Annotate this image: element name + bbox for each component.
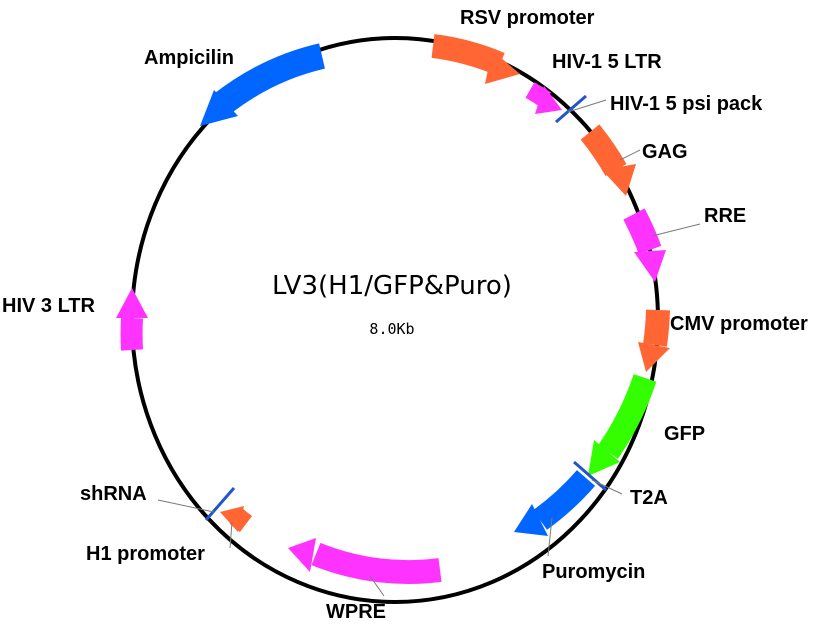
rre-label: RRE [704, 205, 746, 227]
ampicilin-label: Ampicilin [144, 47, 234, 69]
hiv1-5psi-label: HIV-1 5 psi pack [610, 93, 763, 115]
gfp-feature [588, 374, 657, 476]
plasmid-name: LV3(H1/GFP&Puro) [272, 271, 512, 301]
rre-feature [623, 208, 666, 282]
gag-feature [580, 124, 636, 196]
rre-leader [651, 223, 701, 237]
wpre-feature [288, 538, 442, 584]
shrna-label: shRNA [80, 483, 147, 505]
shrna-site [204, 487, 236, 521]
wpre-leader [369, 575, 385, 597]
h1-promoter-leader [229, 521, 233, 549]
cmv-promoter-label: CMV promoter [670, 313, 808, 335]
puromycin-label: Puromycin [542, 561, 645, 583]
hiv1-5psi-leader [567, 99, 607, 113]
hiv1-5psi-site [555, 94, 587, 124]
hiv1-5ltr-label: HIV-1 5 LTR [552, 51, 662, 73]
ampicilin-feature [200, 43, 326, 126]
cmv-promoter-feature [638, 309, 670, 372]
puromycin-feature [514, 469, 596, 536]
t2a-label: T2A [630, 487, 668, 509]
gag-label: GAG [642, 141, 688, 163]
wpre-label: WPRE [326, 601, 386, 623]
gfp-label: GFP [664, 423, 705, 445]
plasmid-size: 8.0Kb [369, 320, 414, 338]
hiv1-5ltr-feature [525, 82, 562, 114]
puromycin-leader [547, 517, 553, 557]
t2a-leader [591, 479, 623, 495]
h1-promoter-feature [220, 506, 253, 532]
hiv3-ltr-feature [116, 288, 148, 351]
gag-leader [619, 149, 641, 161]
hiv3-ltr-label: HIV 3 LTR [2, 295, 96, 317]
t2a-site [573, 460, 607, 492]
rsv-promoter-feature [431, 34, 520, 84]
rsv-promoter-label: RSV promoter [460, 7, 595, 29]
shrna-leader [157, 499, 215, 513]
h1-promoter-label: H1 promoter [86, 543, 205, 565]
